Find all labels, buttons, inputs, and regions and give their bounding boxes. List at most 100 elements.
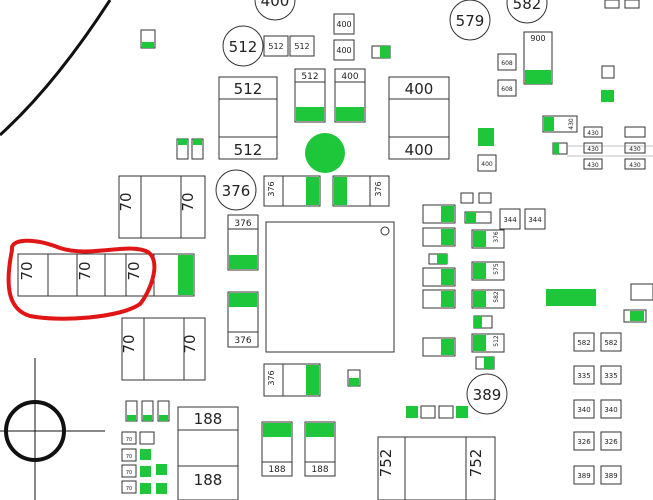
- green-pad-188-a: [263, 423, 291, 437]
- green-pad-bl-b: [143, 415, 152, 421]
- mounting-hole: [4, 400, 66, 462]
- board-outline-arc: [0, 0, 112, 137]
- main-ic-package: [265, 221, 395, 353]
- label-752-right: 752: [467, 449, 485, 478]
- green-pad-bl-h: [156, 483, 167, 494]
- label-resistor-400-a: 400: [336, 20, 351, 29]
- label-430-vert: 430: [568, 118, 575, 130]
- resistor-389-b: [600, 465, 622, 485]
- green-pad-580-a: [441, 269, 454, 285]
- label-512: 512: [229, 38, 258, 56]
- smd-tiny-right-corner: [604, 0, 620, 9]
- smd-tiny-389-mid: [464, 211, 492, 224]
- inductor-70-row: [17, 253, 155, 297]
- green-round-pad: [305, 133, 345, 173]
- green-pad-bl-e: [156, 464, 167, 475]
- green-pad-388-a: [441, 339, 454, 355]
- green-pad-bottom-a: [406, 406, 418, 418]
- label-335-a: 335: [577, 372, 590, 380]
- label-376-right: 376: [374, 181, 383, 196]
- label-344-a: 344: [503, 216, 517, 224]
- resistor-430-b: [583, 126, 603, 138]
- label-resistor-512-a: 512: [268, 42, 283, 51]
- test-point-400-top: [254, 0, 296, 21]
- resistor-512-b: [289, 35, 315, 57]
- resistor-430-e: [624, 126, 646, 138]
- green-pad-right-edge: [630, 311, 644, 321]
- resistor-400-a: [333, 13, 355, 35]
- test-point-579: [449, 0, 491, 41]
- green-pad-188-b: [306, 423, 334, 437]
- label-575-col: 575: [493, 263, 500, 275]
- label-340-a: 340: [577, 406, 590, 414]
- resistor-608-a: [497, 53, 517, 71]
- label-582-a: 582: [577, 339, 590, 347]
- label-70-bottom-left: 70: [120, 334, 138, 353]
- green-pad-376-col: [473, 231, 486, 247]
- green-pad-bottom-b: [456, 406, 468, 418]
- green-pad-chip-400: [336, 107, 364, 121]
- test-point-582: [506, 0, 548, 24]
- label-188-a: 188: [268, 465, 285, 475]
- test-point-512: [222, 25, 264, 67]
- green-pad-tiny-top-left: [142, 42, 154, 48]
- resistor-70-s3: [121, 464, 137, 478]
- label-70-s3: 70: [126, 470, 132, 476]
- label-430-d: 430: [587, 162, 599, 169]
- label-430-f: 430: [629, 146, 641, 153]
- label-608-a: 608: [501, 60, 513, 67]
- green-pad-bl-c: [159, 415, 168, 421]
- green-pad-335-a: [441, 291, 454, 307]
- label-188-b: 188: [311, 465, 328, 475]
- label-608-b: 608: [501, 86, 513, 93]
- inductor-70-top: [118, 175, 206, 239]
- label-335-b: 335: [604, 372, 617, 380]
- label-376-low: 376: [267, 370, 276, 385]
- label-chip-400: 400: [341, 72, 358, 82]
- label-70-top-right: 70: [179, 192, 197, 211]
- resistor-389-small-b: [478, 192, 492, 204]
- green-pad-376-right: [334, 177, 347, 205]
- green-pad-430-vert: [544, 117, 554, 131]
- label-376-left: 376: [267, 181, 276, 196]
- red-highlight-loop: [6, 238, 157, 321]
- resistor-512-a: [263, 35, 289, 57]
- label-resistor-400-b: 400: [336, 46, 351, 55]
- label-inductor-512-top: 512: [234, 80, 263, 98]
- label-70-b: 70: [76, 261, 94, 280]
- label-579: 579: [456, 12, 485, 30]
- label-70-s4: 70: [126, 486, 132, 492]
- label-340-b: 340: [604, 406, 617, 414]
- resistor-582-b: [600, 332, 622, 352]
- green-pad-376-box-top: [229, 255, 257, 269]
- green-pad-512-col: [473, 335, 486, 351]
- green-pad-right-top: [601, 90, 614, 102]
- resistor-430-f: [624, 142, 646, 154]
- resistor-344-a: [499, 208, 521, 230]
- label-70-s1: 70: [126, 437, 132, 443]
- resistor-340-b: [600, 399, 622, 419]
- label-582-b: 582: [604, 339, 617, 347]
- green-pad-900: [525, 70, 551, 84]
- resistor-70-s1: [121, 431, 137, 445]
- resistor-bottom-mid: [420, 405, 436, 419]
- resistor-430-c: [583, 142, 603, 154]
- label-376-round: 376: [222, 182, 251, 200]
- resistor-335-a: [573, 365, 595, 385]
- label-752-left: 752: [377, 449, 395, 478]
- green-pad-bl-f: [140, 466, 151, 477]
- green-pad-376-left: [306, 177, 319, 205]
- test-point-376: [215, 169, 257, 211]
- green-pad-cap-dual-a: [178, 139, 187, 145]
- label-400-small: 400: [481, 161, 493, 168]
- resistor-400-small: [477, 154, 497, 172]
- resistor-340-a: [573, 399, 595, 419]
- component-752: [377, 436, 496, 500]
- resistor-430-d: [583, 158, 603, 170]
- inductor-70-bottom: [121, 317, 206, 381]
- resistor-70-s4: [121, 480, 137, 494]
- resistor-344-b: [524, 208, 546, 230]
- resistor-bottom-mid-2: [438, 405, 454, 419]
- label-resistor-512-b: 512: [294, 42, 309, 51]
